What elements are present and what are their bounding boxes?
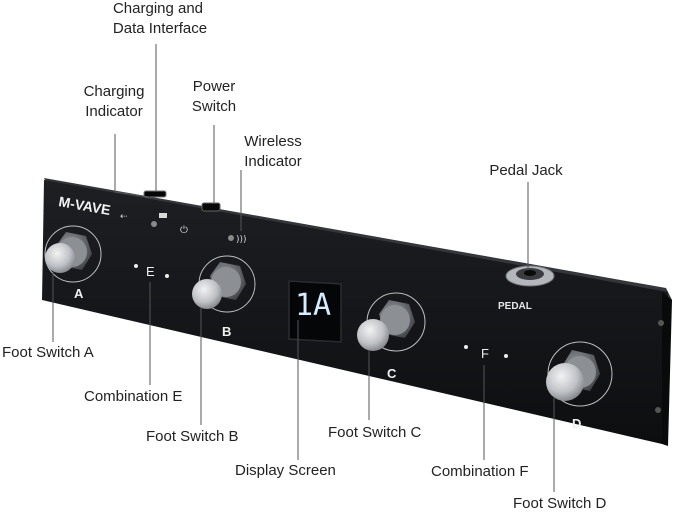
charging-indicator-led [151, 221, 157, 227]
usb-icon: ⇠ [120, 212, 128, 222]
leader-lines [52, 44, 555, 492]
screw [655, 407, 661, 413]
callout-wireless-indicator-line1: Wireless [244, 133, 302, 150]
combo-e-dot-left [134, 264, 138, 268]
combo-f-label: F [481, 346, 489, 361]
callout-combination-e: Combination E [84, 388, 183, 405]
wireless-icon: ))) [236, 235, 247, 245]
leader-charging-indicator [114, 134, 151, 198]
foot-switch-d[interactable] [546, 341, 613, 407]
foot-switch-b[interactable] [192, 255, 256, 313]
callout-foot-switch-b: Foot Switch B [146, 428, 239, 445]
callout-charging-indicator-line2: Indicator [85, 103, 143, 120]
foot-switch-c-letter: C [387, 366, 397, 381]
display-screen [288, 280, 342, 343]
callout-power-switch-line2: Switch [191, 98, 237, 115]
pedal-port-label: PEDAL [498, 301, 532, 312]
callout-charging-data-line2: Data Interface [112, 20, 208, 37]
callout-combination-f: Combination F [431, 463, 529, 480]
combo-f-dot-right [504, 354, 508, 358]
foot-switch-b-letter: B [222, 324, 231, 339]
callout-foot-switch-c: Foot Switch C [328, 424, 422, 441]
callout-display-screen: Display Screen [235, 462, 336, 479]
usb-port [143, 190, 167, 198]
display-readout: 1A [295, 288, 331, 323]
pedal-jack [505, 265, 555, 287]
device-front-face [42, 180, 668, 444]
wireless-indicator-led [228, 235, 234, 241]
foot-switch-c[interactable] [357, 292, 426, 352]
callout-charging-data-line1: Charging and [112, 0, 204, 17]
callout-pedal-jack: Pedal Jack [489, 162, 563, 179]
callout-charging-indicator-line1: Charging [83, 83, 145, 100]
callout-foot-switch-a: Foot Switch A [2, 344, 94, 361]
foot-switch-a[interactable] [44, 225, 102, 283]
device-right-side [662, 292, 672, 446]
screw [658, 320, 664, 326]
foot-switch-d-letter: D [572, 416, 581, 431]
power-icon: ⏻ [180, 225, 188, 236]
callout-power-switch-line1: Power [192, 78, 236, 95]
combo-f-dot-left [464, 345, 468, 349]
combo-e-dot-right [165, 274, 169, 278]
power-switch-knob [201, 202, 221, 212]
callout-wireless-indicator-line2: Indicator [244, 153, 302, 170]
battery-icon [159, 213, 167, 218]
callout-foot-switch-d: Foot Switch D [513, 495, 607, 512]
foot-switch-a-letter: A [74, 286, 84, 301]
combo-e-label: E [146, 264, 155, 279]
